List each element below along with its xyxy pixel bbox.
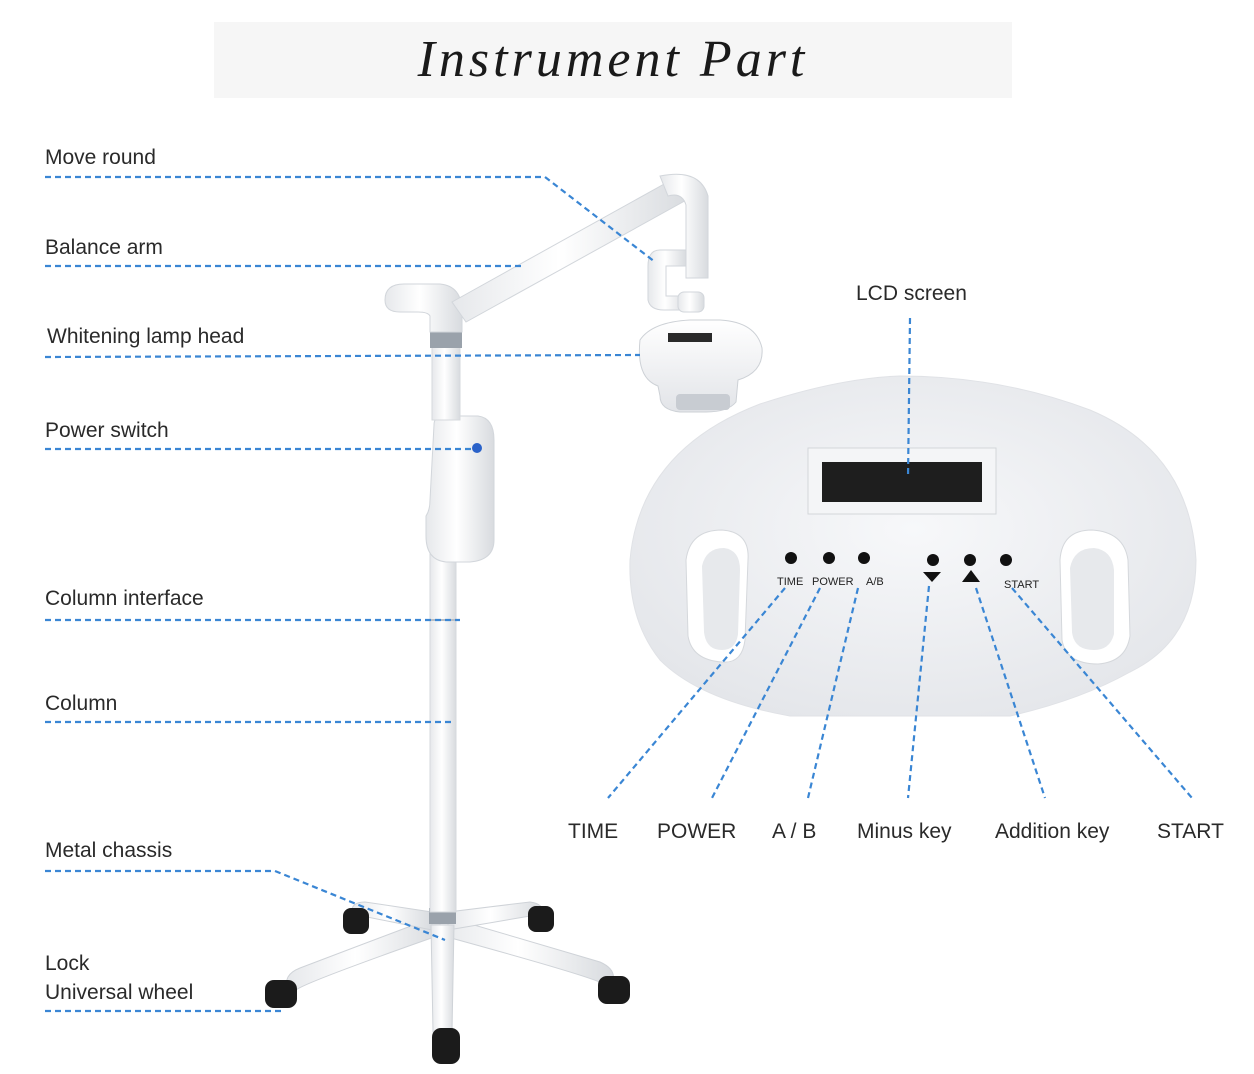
panel-label-ab: A/B [866,576,884,588]
wheel-icon [265,980,297,1008]
wheel-icon [528,906,554,932]
start-button-icon [1000,554,1012,566]
ab-button-icon [858,552,870,564]
control-box [425,415,495,563]
label-balance-arm: Balance arm [45,236,163,259]
label-move-round: Move round [45,146,156,169]
label-bottom-time: TIME [568,820,619,843]
stand [265,173,763,1064]
whitening-lamp-head-shape [638,319,763,413]
power-switch-icon [472,443,482,453]
column-shape [429,539,457,913]
label-lock: Lock [45,952,90,975]
label-column-interface: Column interface [45,587,204,610]
label-bottom-start: START [1157,820,1224,843]
wheel-icon [598,976,630,1004]
leader-lines [44,175,1193,1013]
panel-label-power: POWER [812,576,854,588]
wheel-icon [343,908,369,934]
panel-label-start: START [1004,579,1040,591]
minus-button-icon [927,554,939,566]
lcd-screen [822,462,982,502]
addition-button-icon [964,554,976,566]
label-bottom-ab: A / B [772,820,817,843]
page-title: Instrument Part [417,31,809,88]
label-power-switch: Power switch [45,419,169,442]
panel-label-time: TIME [777,576,804,588]
label-universal-wheel: Universal wheel [45,981,194,1004]
addition-arrow-icon [962,570,980,582]
title-bar: Instrument Part [214,22,1012,98]
power-button-icon [823,552,835,564]
wheel-icon [432,1028,460,1064]
minus-arrow-icon [923,572,941,582]
label-metal-chassis: Metal chassis [45,839,173,862]
label-column: Column [45,692,118,715]
label-bottom-addition-key: Addition key [995,820,1110,843]
control-panel-zoom [629,375,1197,717]
label-bottom-minus-key: Minus key [857,820,952,843]
label-lcd-screen: LCD screen [856,282,967,305]
time-button-icon [785,552,797,564]
label-bottom-power: POWER [657,820,737,843]
label-whitening-lamp-head: Whitening lamp head [47,325,245,348]
